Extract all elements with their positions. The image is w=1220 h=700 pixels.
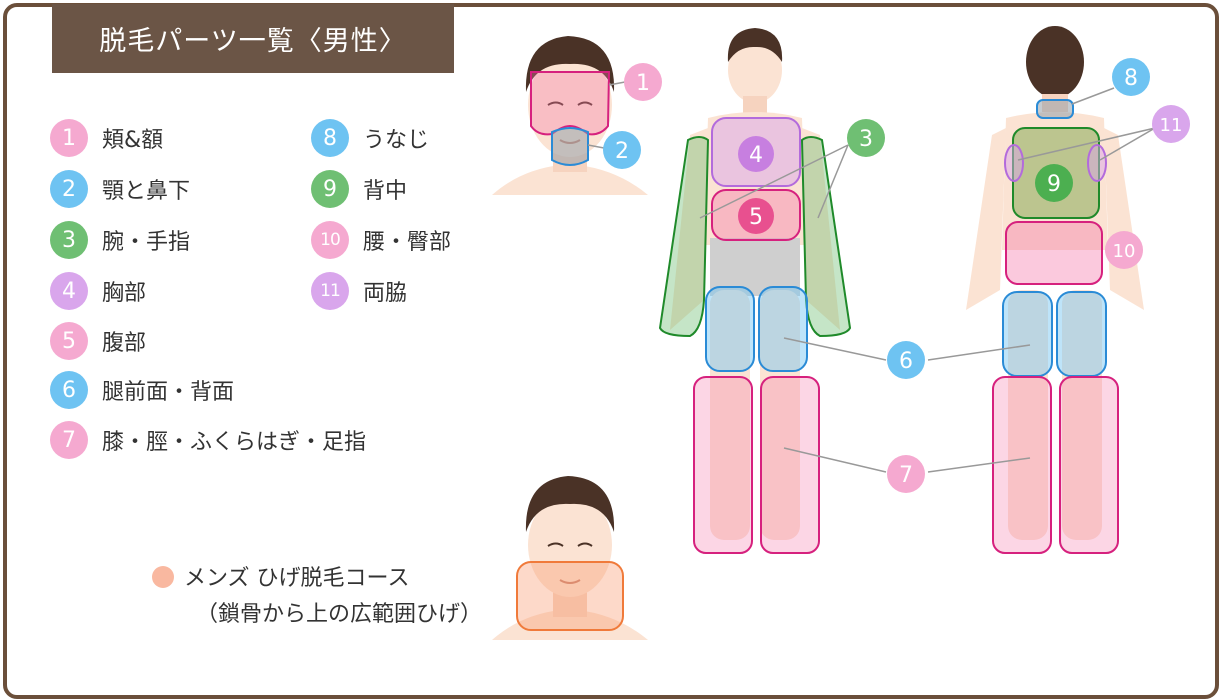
legend-label: 両脇 <box>363 281 408 306</box>
area-leg-front-right <box>760 376 820 554</box>
legend-item-11: 11 両脇 <box>311 271 407 311</box>
area-thigh-back-left <box>1002 291 1053 377</box>
area-waist-buttocks <box>1005 221 1103 285</box>
svg-text:2: 2 <box>615 139 629 164</box>
legend-badge: 11 <box>311 272 349 310</box>
area-leg-front-left <box>693 376 753 554</box>
diagram-badge-10: 10 <box>1105 231 1143 269</box>
area-thigh-front-right <box>758 286 808 372</box>
area-mens-beard <box>516 561 624 631</box>
legend-badge: 8 <box>311 119 349 157</box>
legend-item-4: 4 胸部 <box>50 271 146 311</box>
legend-badge: 1 <box>50 119 88 157</box>
legend-label: 背中 <box>363 179 408 204</box>
legend-label: 腰・臀部 <box>363 230 452 255</box>
diagram-badge-6: 6 <box>887 341 925 379</box>
diagram-badge-11: 11 <box>1152 105 1190 143</box>
svg-text:5: 5 <box>749 205 763 230</box>
page-title: 脱毛パーツ一覧〈男性〉 <box>52 4 454 73</box>
legend-item-2: 2 顎と鼻下 <box>50 169 190 209</box>
diagram-badge-7: 7 <box>887 455 925 493</box>
legend-label: うなじ <box>363 128 430 153</box>
legend-label: 頬&額 <box>102 128 164 153</box>
diagram-badge-1: 1 <box>624 63 662 101</box>
area-chin-nose <box>551 126 589 166</box>
area-cheek-forehead <box>530 71 611 136</box>
legend-label: 胸部 <box>102 281 147 306</box>
area-arm-right <box>800 136 852 338</box>
legend-badge: 5 <box>50 322 88 360</box>
diagram-badge-4: 4 <box>738 136 774 172</box>
legend-label: 顎と鼻下 <box>102 179 191 204</box>
legend-item-6: 6 腿前面・背面 <box>50 370 234 410</box>
area-thigh-front-left <box>705 286 755 372</box>
svg-text:4: 4 <box>749 143 763 168</box>
svg-text:10: 10 <box>1113 241 1136 262</box>
svg-text:1: 1 <box>636 71 650 96</box>
face-illustration-bottom <box>492 476 648 640</box>
area-thigh-back-right <box>1056 291 1107 377</box>
legend-badge: 9 <box>311 170 349 208</box>
legend-badge: 3 <box>50 221 88 259</box>
diagram-badge-5: 5 <box>738 198 774 234</box>
svg-text:3: 3 <box>859 127 873 152</box>
legend-label: 腿前面・背面 <box>102 380 235 405</box>
svg-text:11: 11 <box>1160 115 1183 136</box>
legend-item-1: 1 頬&額 <box>50 118 163 158</box>
svg-text:8: 8 <box>1124 66 1138 91</box>
svg-text:6: 6 <box>899 349 913 374</box>
svg-text:7: 7 <box>899 463 913 488</box>
diagram-badge-3: 3 <box>847 119 885 157</box>
area-leg-back-right <box>1059 376 1119 554</box>
legend-item-8: 8 うなじ <box>311 118 429 158</box>
area-nape <box>1036 99 1074 119</box>
legend-label: 腹部 <box>102 331 147 356</box>
leader-lines <box>699 87 1156 473</box>
legend-item-5: 5 腹部 <box>50 321 146 361</box>
area-arm-left <box>658 136 710 338</box>
area-leg-back-left <box>992 376 1052 554</box>
svg-text:9: 9 <box>1047 172 1061 197</box>
diagram-badge-8: 8 <box>1112 58 1150 96</box>
legend-label: 腕・手指 <box>102 230 191 255</box>
mens-course-title: メンズ ひげ脱毛コース <box>184 566 410 591</box>
legend-item-3: 3 腕・手指 <box>50 220 190 260</box>
diagram-badge-2: 2 <box>603 131 641 169</box>
mens-course-dot <box>152 566 174 588</box>
legend-badge: 2 <box>50 170 88 208</box>
area-armpit-right <box>1087 144 1107 182</box>
legend-badge: 7 <box>50 421 88 459</box>
legend-badge: 6 <box>50 371 88 409</box>
legend-label: 膝・脛・ふくらはぎ・足指 <box>102 430 367 455</box>
legend-badge: 10 <box>311 221 349 259</box>
legend-item-7: 7 膝・脛・ふくらはぎ・足指 <box>50 420 366 460</box>
diagram-badge-9: 9 <box>1035 164 1073 202</box>
legend-item-9: 9 背中 <box>311 169 407 209</box>
mens-course-subtitle: （鎖骨から上の広範囲ひげ） <box>196 602 483 627</box>
legend-badge: 4 <box>50 272 88 310</box>
area-armpit-left <box>1004 144 1024 182</box>
legend-item-10: 10 腰・臀部 <box>311 220 451 260</box>
